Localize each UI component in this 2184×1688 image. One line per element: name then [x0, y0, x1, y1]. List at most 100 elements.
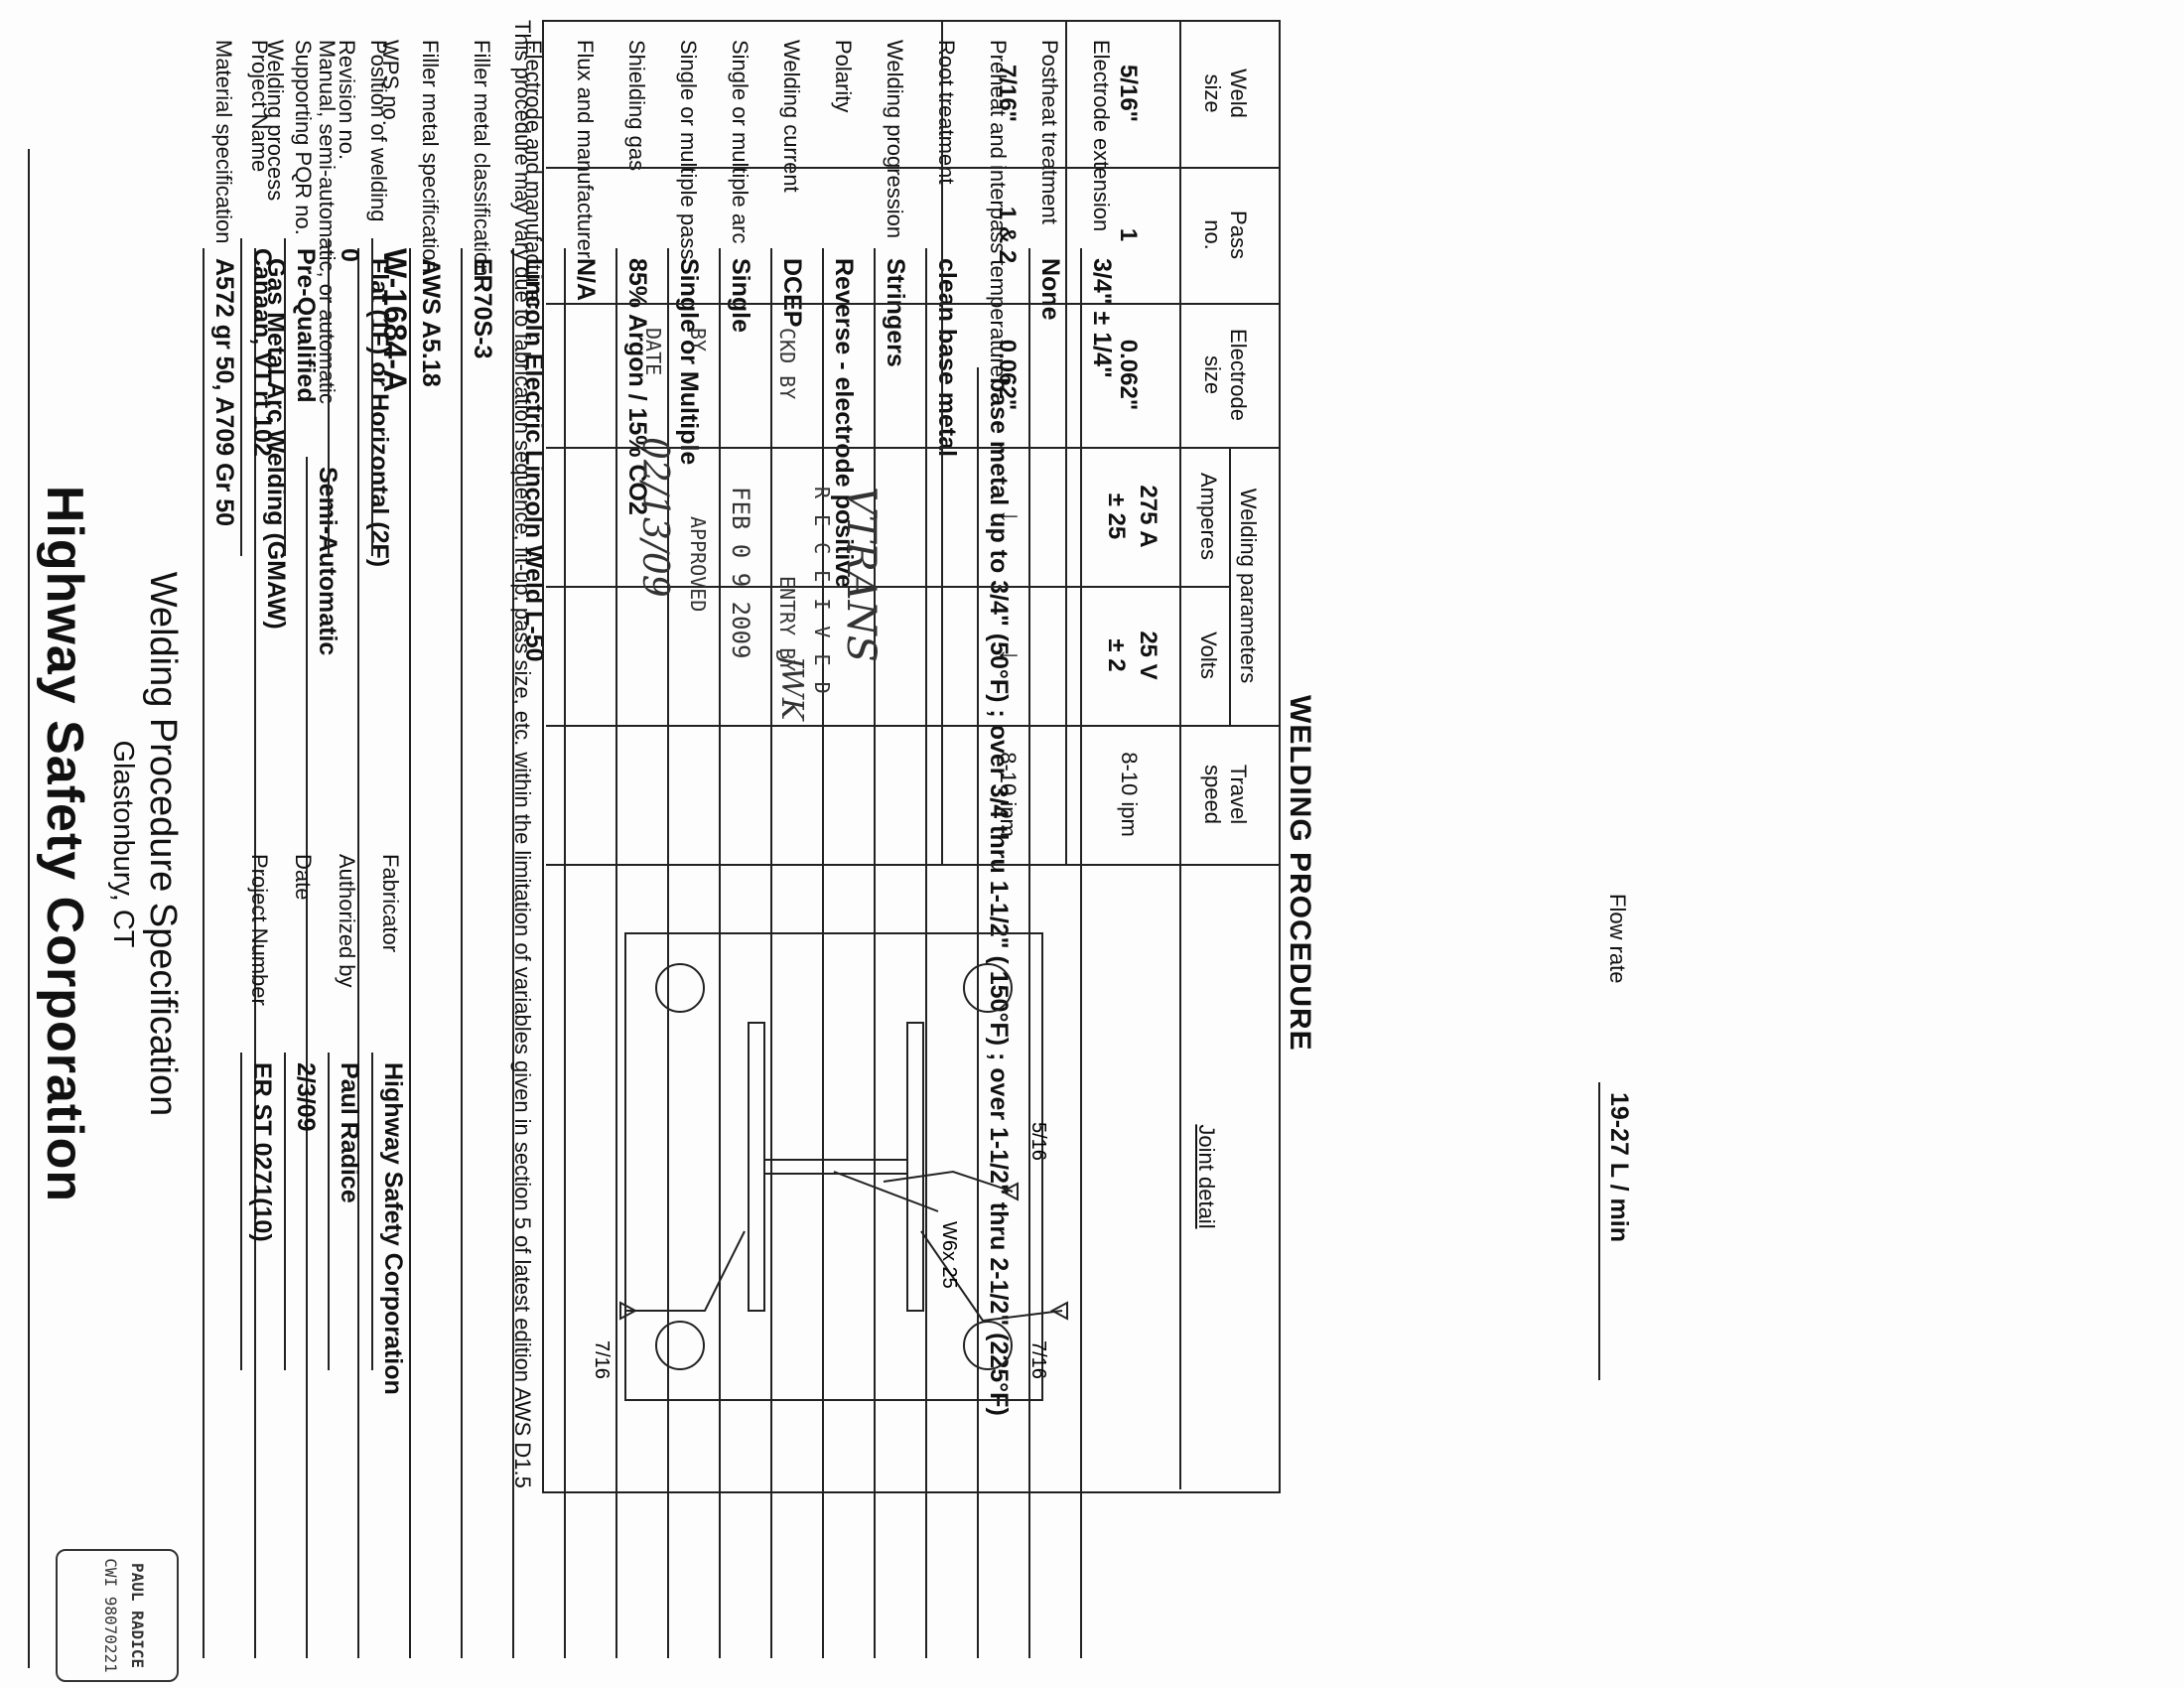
received-stamp: VTRANS R E C E I V E D CKD BY ENTRY BY J…	[596, 318, 893, 735]
row1-electrode: 0.062"	[1115, 339, 1142, 411]
row1-volts-tol: ± 2	[1103, 638, 1130, 672]
stamp-received: R E C E I V E D	[810, 487, 834, 696]
header-weld-size: Weld size	[1199, 20, 1251, 167]
footer-underline	[240, 238, 242, 556]
stamp-handwritten-date: 02/13/09	[634, 437, 675, 598]
params-subheader-rule	[1229, 447, 1231, 725]
inspector-seal-icon: PAUL RADICE CWI 98070221	[56, 1549, 179, 1682]
field-underline	[306, 457, 308, 1658]
footer_right-value: Paul Radice	[336, 1062, 363, 1203]
fillet-weld-symbol-icon	[619, 1301, 638, 1321]
row1-pass: 1	[1115, 227, 1142, 242]
stamp-date: FEB 0 9 2009	[727, 487, 754, 659]
header-amperes: Amperes	[1196, 472, 1221, 561]
row2-amperes-same-arrow: ↓	[994, 508, 1026, 524]
row-divider	[1065, 20, 1067, 864]
header-electrode-line2: size	[1200, 354, 1225, 395]
bolt-hole-icon	[963, 1321, 1013, 1370]
top-flange	[906, 1022, 924, 1312]
col-divider	[546, 303, 1281, 305]
stamp-approved: APPROVED	[686, 516, 710, 613]
bottom-flange	[748, 1022, 765, 1312]
row1-speed: 8-10 ipm	[1117, 752, 1142, 837]
weld-leader-right	[625, 1230, 746, 1312]
header-rule	[28, 149, 30, 1668]
bolt-hole-icon	[655, 1321, 705, 1370]
footer-underline	[328, 1053, 330, 1370]
stamp-ckd-by: CKD BY	[775, 328, 799, 400]
fillet-weld-symbol-icon	[1000, 1182, 1019, 1201]
fillet-weld-symbol-icon	[1049, 1301, 1068, 1321]
row2-weld-size: 7/16"	[994, 64, 1021, 123]
row2-speed: 8-10 ipm	[996, 752, 1021, 837]
footer_left-value: Pre-Qualified	[292, 248, 320, 403]
field-label: Material specification	[211, 40, 236, 244]
row1-weld-size: 5/16"	[1115, 64, 1142, 123]
field-value: AWS A5.18	[417, 258, 445, 387]
procedure-note: This procedure may vary due to fabricati…	[510, 20, 535, 1488]
row2-electrode: 0.062"	[994, 339, 1021, 411]
company-location: Glastonbury, CT	[107, 740, 139, 948]
base-plate-outline	[624, 932, 1043, 1401]
footer_right-value: ER ST 0271(10)	[248, 1062, 276, 1242]
weld-label-left: 7/16	[1027, 1340, 1049, 1379]
footer_right-label: Project Number	[247, 854, 272, 1006]
weld-leader-left	[920, 1230, 1063, 1323]
flow-rate-underline	[1598, 1082, 1600, 1380]
joint-detail-drawing: W6x 25 7/16 5/16 7/16	[591, 932, 1068, 1401]
field-underline	[409, 248, 411, 1658]
footer_left-label: Revision no.	[335, 40, 359, 161]
footer_left-value: W-1684-A	[377, 248, 413, 393]
footer-underline	[284, 1053, 286, 1370]
header-pass-line2: no.	[1200, 219, 1225, 250]
footer-underline	[371, 238, 373, 556]
field-label: Filler metal classification	[470, 40, 494, 277]
footer_left-label: Project Name	[247, 40, 272, 173]
member-leader	[833, 1171, 939, 1212]
row1-volts: 25 V	[1135, 631, 1161, 680]
row2-pass: 1 & 2	[994, 206, 1021, 264]
footer-underline	[284, 238, 286, 556]
flow-rate-label: Flow rate	[1605, 894, 1630, 984]
weld-label-web: 5/16	[1027, 1122, 1049, 1161]
header-speed-line1: Travel	[1226, 764, 1251, 825]
member-label: W6x 25	[938, 1221, 960, 1289]
seal-line1: PAUL RADICE	[128, 1563, 147, 1668]
seal-line2: CWI 98070221	[101, 1558, 120, 1673]
stamp-initials: JWK	[774, 655, 809, 721]
footer_right-value: 2/3/09	[292, 1062, 320, 1132]
company-name: Highway Safety Corporation	[36, 485, 93, 1203]
header-pass-no: Pass no.	[1199, 167, 1251, 303]
header-welding-parameters: Welding parameters	[1236, 488, 1261, 684]
footer_left-label: Supporting PQR no.	[291, 40, 316, 235]
footer_left-value: Canaan, VT rt 102	[248, 248, 276, 457]
footer_left-label: WPS no.	[378, 40, 403, 126]
stamp-by: BY	[686, 328, 710, 352]
header-travel-speed: Travel speed	[1199, 725, 1251, 864]
procedure-title: WELDING PROCEDURE	[1284, 695, 1316, 1052]
field-underline	[203, 248, 205, 1658]
flow-rate-value: 19-27 L / min	[1605, 1092, 1633, 1242]
footer_right-label: Date	[291, 854, 316, 901]
footer-underline	[328, 238, 330, 556]
footer_left-value: 0	[336, 248, 363, 262]
header-weld-line1: Weld	[1226, 69, 1251, 118]
document-title: Welding Procedure Specification	[142, 571, 184, 1117]
header-weld-line2: size	[1200, 73, 1225, 113]
col-divider	[546, 864, 1281, 866]
header-electrode-line1: Electrode	[1226, 329, 1251, 421]
header-volts: Volts	[1196, 632, 1221, 679]
footer_right-value: Highway Safety Corporation	[379, 1062, 407, 1395]
row1-amperes-tol: ± 25	[1103, 492, 1130, 540]
stamp-vtrans: VTRANS	[838, 487, 884, 662]
field-value: A572 gr 50, A709 Gr 50	[210, 258, 238, 527]
row2-volts-same-arrow: ↓	[994, 647, 1026, 663]
bolt-hole-icon	[963, 963, 1013, 1013]
footer_right-label: Authorized by	[335, 854, 359, 988]
web	[763, 1159, 908, 1175]
field-label: Filler metal specification	[418, 40, 443, 273]
field-value: ER70S-3	[469, 258, 496, 359]
header-speed-line2: speed	[1200, 765, 1225, 824]
